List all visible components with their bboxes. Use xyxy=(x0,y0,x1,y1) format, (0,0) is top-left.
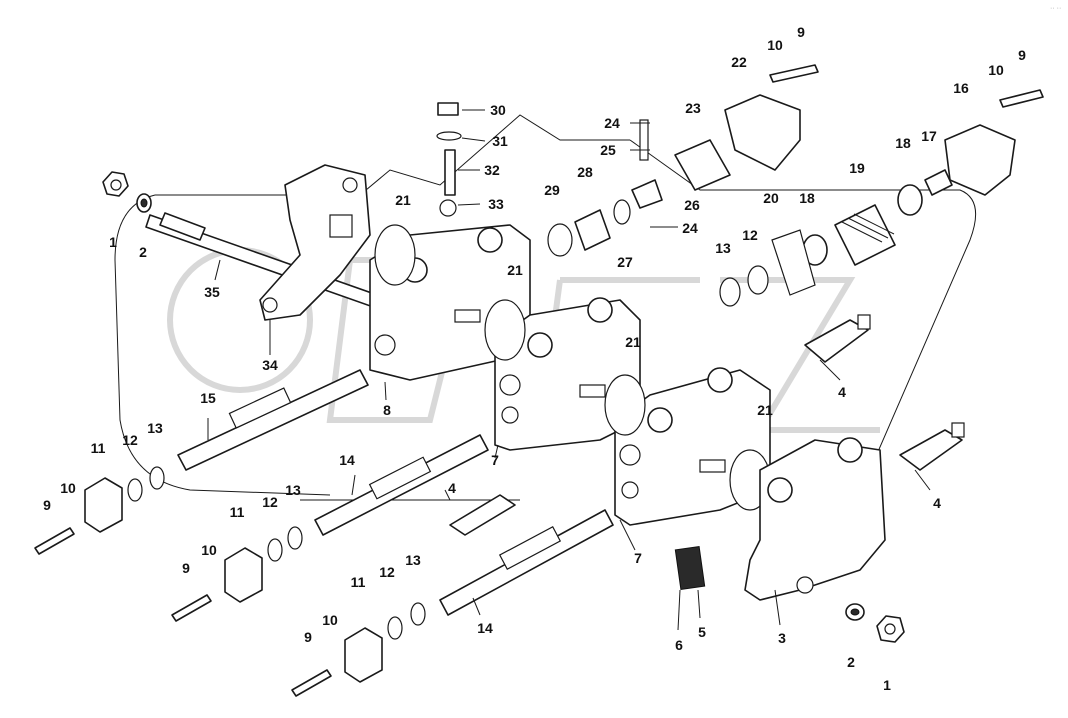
callout-c30: 30 xyxy=(490,102,506,118)
callout-c13c: 13 xyxy=(285,482,301,498)
callout-c24b: 24 xyxy=(682,220,698,236)
callout-c6: 6 xyxy=(675,637,683,653)
callout-c14a: 14 xyxy=(339,452,355,468)
callout-c4a: 4 xyxy=(838,384,846,400)
callout-c4b: 4 xyxy=(933,495,941,511)
callout-c2a: 2 xyxy=(139,244,147,260)
relief-valve-upper xyxy=(804,314,871,363)
callout-c28: 28 xyxy=(577,164,593,180)
callout-c32: 32 xyxy=(484,162,500,178)
spool-lower xyxy=(439,509,614,616)
callout-c1a: 1 xyxy=(109,234,117,250)
callout-c10c: 10 xyxy=(988,62,1004,78)
callout-c19: 19 xyxy=(849,160,865,176)
callout-c3: 3 xyxy=(778,630,786,646)
callout-c10e: 10 xyxy=(322,612,338,628)
label-plate xyxy=(674,545,706,591)
callout-c12c: 12 xyxy=(262,494,278,510)
callout-c12d: 12 xyxy=(379,564,395,580)
callout-c17: 17 xyxy=(921,128,937,144)
callout-c11c: 11 xyxy=(351,574,366,590)
callout-c9e: 9 xyxy=(304,629,312,645)
callout-c26: 26 xyxy=(684,197,700,213)
spool-middle xyxy=(314,434,489,536)
spool-cap-lower xyxy=(291,602,426,697)
callout-c9b: 9 xyxy=(797,24,805,40)
callout-c11b: 11 xyxy=(230,504,245,520)
callout-c7a: 7 xyxy=(491,452,499,468)
end-cover xyxy=(744,437,886,601)
nut-bottom-right xyxy=(876,615,905,643)
callout-c18b: 18 xyxy=(799,190,815,206)
tie-rod xyxy=(145,212,421,323)
callout-c27: 27 xyxy=(617,254,633,270)
callout-c14b: 14 xyxy=(477,620,493,636)
callout-c4c: 4 xyxy=(448,480,456,496)
corner-mark: ·· ·· xyxy=(1050,5,1061,12)
callout-c25: 25 xyxy=(600,142,616,158)
mounting-bracket xyxy=(259,164,371,321)
relief-plug-stack xyxy=(436,102,462,217)
spool-upper xyxy=(177,369,369,471)
callout-c11a: 11 xyxy=(91,440,106,456)
callout-c29: 29 xyxy=(544,182,560,198)
callout-c9a: 9 xyxy=(43,497,51,513)
callout-c10d: 10 xyxy=(201,542,217,558)
callout-c23: 23 xyxy=(685,100,701,116)
leader-lines xyxy=(207,109,931,631)
callout-c13b: 13 xyxy=(715,240,731,256)
spool-cap-middle xyxy=(171,526,303,622)
sleeve-23 xyxy=(674,139,731,191)
callout-c20: 20 xyxy=(763,190,779,206)
callout-c7b: 7 xyxy=(634,550,642,566)
orings-12-13-right xyxy=(719,265,769,307)
callout-c5: 5 xyxy=(698,624,706,640)
gasket-20 xyxy=(771,229,816,296)
washer-bottom-right xyxy=(845,603,865,621)
callout-c34: 34 xyxy=(262,357,278,373)
callout-c10a: 10 xyxy=(60,480,76,496)
callout-c22: 22 xyxy=(731,54,747,70)
callout-c13d: 13 xyxy=(405,552,421,568)
nut-top-left xyxy=(102,171,129,197)
ball-check-24-26 xyxy=(631,119,663,209)
callout-c1b: 1 xyxy=(883,677,891,693)
callout-c10b: 10 xyxy=(767,37,783,53)
callout-c9d: 9 xyxy=(182,560,190,576)
check-valve-cover-22 xyxy=(724,64,819,171)
callout-c13a: 13 xyxy=(147,420,163,436)
callout-c18a: 18 xyxy=(895,135,911,151)
poppet-28-29 xyxy=(547,199,631,257)
callout-c2b: 2 xyxy=(847,654,855,670)
callout-c33: 33 xyxy=(488,196,504,212)
spring-19 xyxy=(834,204,896,266)
check-valve-cover-16 xyxy=(944,89,1044,196)
callout-c31: 31 xyxy=(492,133,508,149)
callout-c21b: 21 xyxy=(507,262,523,278)
callout-c21a: 21 xyxy=(395,192,411,208)
callout-c21d: 21 xyxy=(757,402,773,418)
callout-c16: 16 xyxy=(953,80,969,96)
callout-c35: 35 xyxy=(204,284,220,300)
callout-c24a: 24 xyxy=(604,115,620,131)
relief-valve-mid xyxy=(449,494,516,536)
callout-c12a: 12 xyxy=(122,432,138,448)
washer-top-left xyxy=(136,193,152,213)
relief-valve-lower xyxy=(899,422,965,471)
callout-c8: 8 xyxy=(383,402,391,418)
callout-c9c: 9 xyxy=(1018,47,1026,63)
seals-18 xyxy=(802,169,953,266)
spool-cap-upper xyxy=(34,466,165,555)
callout-c15: 15 xyxy=(200,390,216,406)
callout-c12b: 12 xyxy=(742,227,758,243)
callout-c21c: 21 xyxy=(625,334,641,350)
